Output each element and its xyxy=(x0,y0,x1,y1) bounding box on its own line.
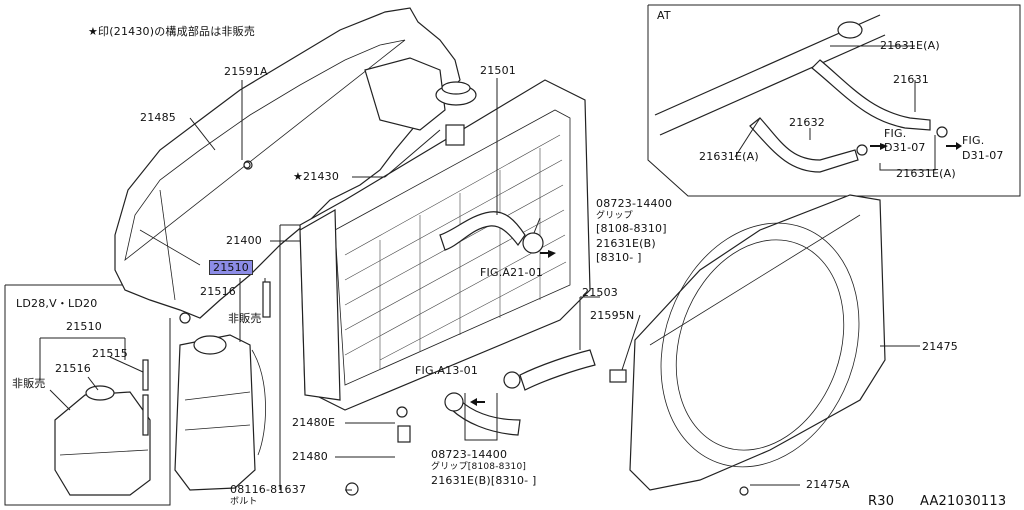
label-fig-b-d31[interactable]: D31-07 xyxy=(962,149,1004,162)
label-21485[interactable]: 21485 xyxy=(140,111,176,124)
label-fig-b[interactable]: FIG. xyxy=(962,134,985,147)
label-21631EB-top[interactable]: 21631E(B) xyxy=(596,237,656,250)
leader-lines xyxy=(39,45,936,491)
upper-hose xyxy=(439,211,544,254)
label-grip-top: グリップ xyxy=(596,211,633,221)
label-bolt: ボルト xyxy=(230,497,258,507)
label-hihanbai-b: 非販売 xyxy=(12,377,46,390)
label-model: R30 xyxy=(868,494,895,509)
label-fig-a13[interactable]: FIG.A13-01 xyxy=(415,364,479,377)
label-21503[interactable]: 21503 xyxy=(582,286,618,299)
label-fig-a[interactable]: FIG. xyxy=(884,127,907,140)
label-21631EA-3[interactable]: 21631E(A) xyxy=(896,167,956,180)
reservoir-tank-21510 xyxy=(174,334,266,491)
label-range-top-b: [8310- ] xyxy=(596,251,642,264)
label-21631[interactable]: 21631 xyxy=(893,73,929,86)
label-21515[interactable]: 21515 xyxy=(92,347,128,360)
fan-shroud-21475 xyxy=(629,194,886,491)
label-fig-a21[interactable]: FIG.A21-01 xyxy=(480,266,544,279)
label-21516[interactable]: 21516 xyxy=(200,285,236,298)
label-21480[interactable]: 21480 xyxy=(292,450,328,463)
label-range-top-a: [8108-8310] xyxy=(596,222,667,235)
label-at-title: AT xyxy=(657,9,671,22)
label-fig-a-d31[interactable]: D31-07 xyxy=(884,141,926,154)
label-21475A[interactable]: 21475A xyxy=(806,478,850,491)
label-21631EB-bottom[interactable]: 21631E(B)[8310- ] xyxy=(431,474,537,487)
label-21516-ld[interactable]: 21516 xyxy=(55,362,91,375)
label-21631EA-2[interactable]: 21631E(A) xyxy=(699,150,759,163)
lower-hose-21503 xyxy=(444,349,596,436)
label-08723-bottom[interactable]: 08723-14400 xyxy=(431,448,508,461)
ld-inset-frame xyxy=(4,284,171,506)
label-08116[interactable]: 08116-81637 xyxy=(230,483,307,496)
label-21501[interactable]: 21501 xyxy=(480,64,516,77)
label-21510-highlight[interactable]: 21510 xyxy=(209,260,253,275)
label-21631EA-1[interactable]: 21631E(A) xyxy=(880,39,940,52)
note-top: ★印(21430)の構成部品は非販売 xyxy=(88,25,256,38)
at-inset-parts xyxy=(654,14,948,173)
label-21591A[interactable]: 21591A xyxy=(224,65,268,78)
label-21475[interactable]: 21475 xyxy=(922,340,958,353)
label-hihanbai-a: 非販売 xyxy=(228,312,262,325)
label-21510-ld[interactable]: 21510 xyxy=(66,320,102,333)
label-ld-variant: LD28,V・LD20 xyxy=(16,297,98,310)
label-grip-bottom: グリップ[8108-8310] xyxy=(431,462,527,472)
ld-reservoir xyxy=(54,359,151,496)
label-21430[interactable]: ★21430 xyxy=(293,170,340,183)
label-21400[interactable]: 21400 xyxy=(226,234,262,247)
small-parts xyxy=(243,161,749,496)
label-diagram-code: AA21030113 xyxy=(920,494,1007,509)
label-21480E[interactable]: 21480E xyxy=(292,416,336,429)
arrows xyxy=(470,142,962,406)
label-08723-top[interactable]: 08723-14400 xyxy=(596,197,673,210)
label-21595N[interactable]: 21595N xyxy=(590,309,635,322)
label-21632[interactable]: 21632 xyxy=(789,116,825,129)
